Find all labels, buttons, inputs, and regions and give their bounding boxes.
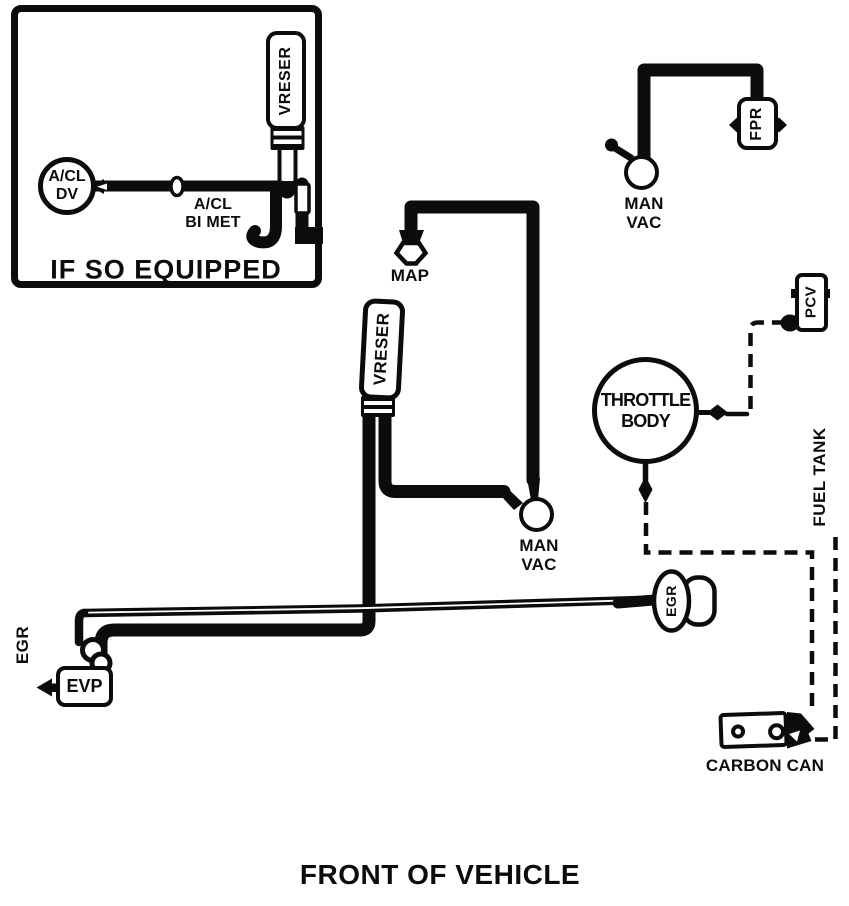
man-vac-nipple xyxy=(611,144,635,162)
acl-bimet-label: A/CL BI MET xyxy=(185,196,241,231)
throttle-to-carbon-can-line xyxy=(643,502,815,712)
throttle-body-label-line1: THROTTLE xyxy=(600,390,691,411)
throttle-body: THROTTLE BODY xyxy=(592,357,699,464)
carbon-can xyxy=(718,710,789,750)
egr-valve-body xyxy=(651,569,692,633)
throttle-right-port xyxy=(707,404,728,421)
egr-vacuum-line xyxy=(74,594,660,675)
front-of-vehicle-label: FRONT OF VEHICLE xyxy=(299,859,581,890)
vreser-hoses xyxy=(94,396,523,663)
evp-sensor: EVP xyxy=(56,666,113,707)
carbon-can-label: CARBON CAN xyxy=(705,756,825,775)
inset-vreser-capsule xyxy=(266,31,306,130)
man-vac-mid-port xyxy=(519,497,554,532)
evp-label: EVP xyxy=(66,676,103,696)
carbon-can-port-right xyxy=(767,722,786,741)
egr-valve-label: EGR xyxy=(663,585,679,617)
fpr-label: FPR xyxy=(748,107,765,141)
hook-hose xyxy=(246,183,282,249)
inset-plumbing xyxy=(88,126,323,249)
fpr-regulator xyxy=(737,97,778,150)
man-vac-top-label: MAN VAC xyxy=(624,193,664,232)
map-label: MAP xyxy=(390,266,430,285)
vreser-label: VRESER xyxy=(370,312,393,386)
acl-dv-valve: A/CL DV xyxy=(38,157,96,215)
pcv-line xyxy=(748,320,783,409)
fpr-hose xyxy=(605,63,787,165)
evp-arrow-icon xyxy=(36,678,59,697)
egr-valve xyxy=(651,569,717,633)
map-hose xyxy=(393,200,540,500)
throttle-body-label-line2: BODY xyxy=(621,410,671,431)
acl-dv-label-line1: A/CL xyxy=(48,168,86,186)
vreser-to-evp-hose xyxy=(94,405,376,663)
dashed-lines xyxy=(638,289,838,742)
acl-dv-label-line2: DV xyxy=(55,186,79,203)
carbon-can-port-left xyxy=(730,724,746,739)
man-vac-top-port xyxy=(624,155,659,190)
hose-arrow-marker xyxy=(97,183,107,190)
inset-title: IF SO EQUIPPED xyxy=(50,254,282,285)
inset-vreser-label: VRESER xyxy=(277,46,294,116)
pcv-port xyxy=(780,314,800,332)
egr-line-label: EGR xyxy=(13,625,32,665)
man-vac-mid-label: MAN VAC xyxy=(519,535,559,574)
map-fitting xyxy=(393,240,429,266)
fuel-tank-line xyxy=(813,537,838,742)
fuel-tank-label: FUEL TANK xyxy=(810,427,829,527)
inline-connector-bead xyxy=(169,175,185,198)
throttle-bottom-port xyxy=(638,476,653,503)
pcv-label: PCV xyxy=(802,285,820,319)
pcv-valve xyxy=(795,273,828,332)
carbon-can-arrow-icon xyxy=(787,712,815,749)
vreser-to-manvac-hose xyxy=(378,405,511,498)
